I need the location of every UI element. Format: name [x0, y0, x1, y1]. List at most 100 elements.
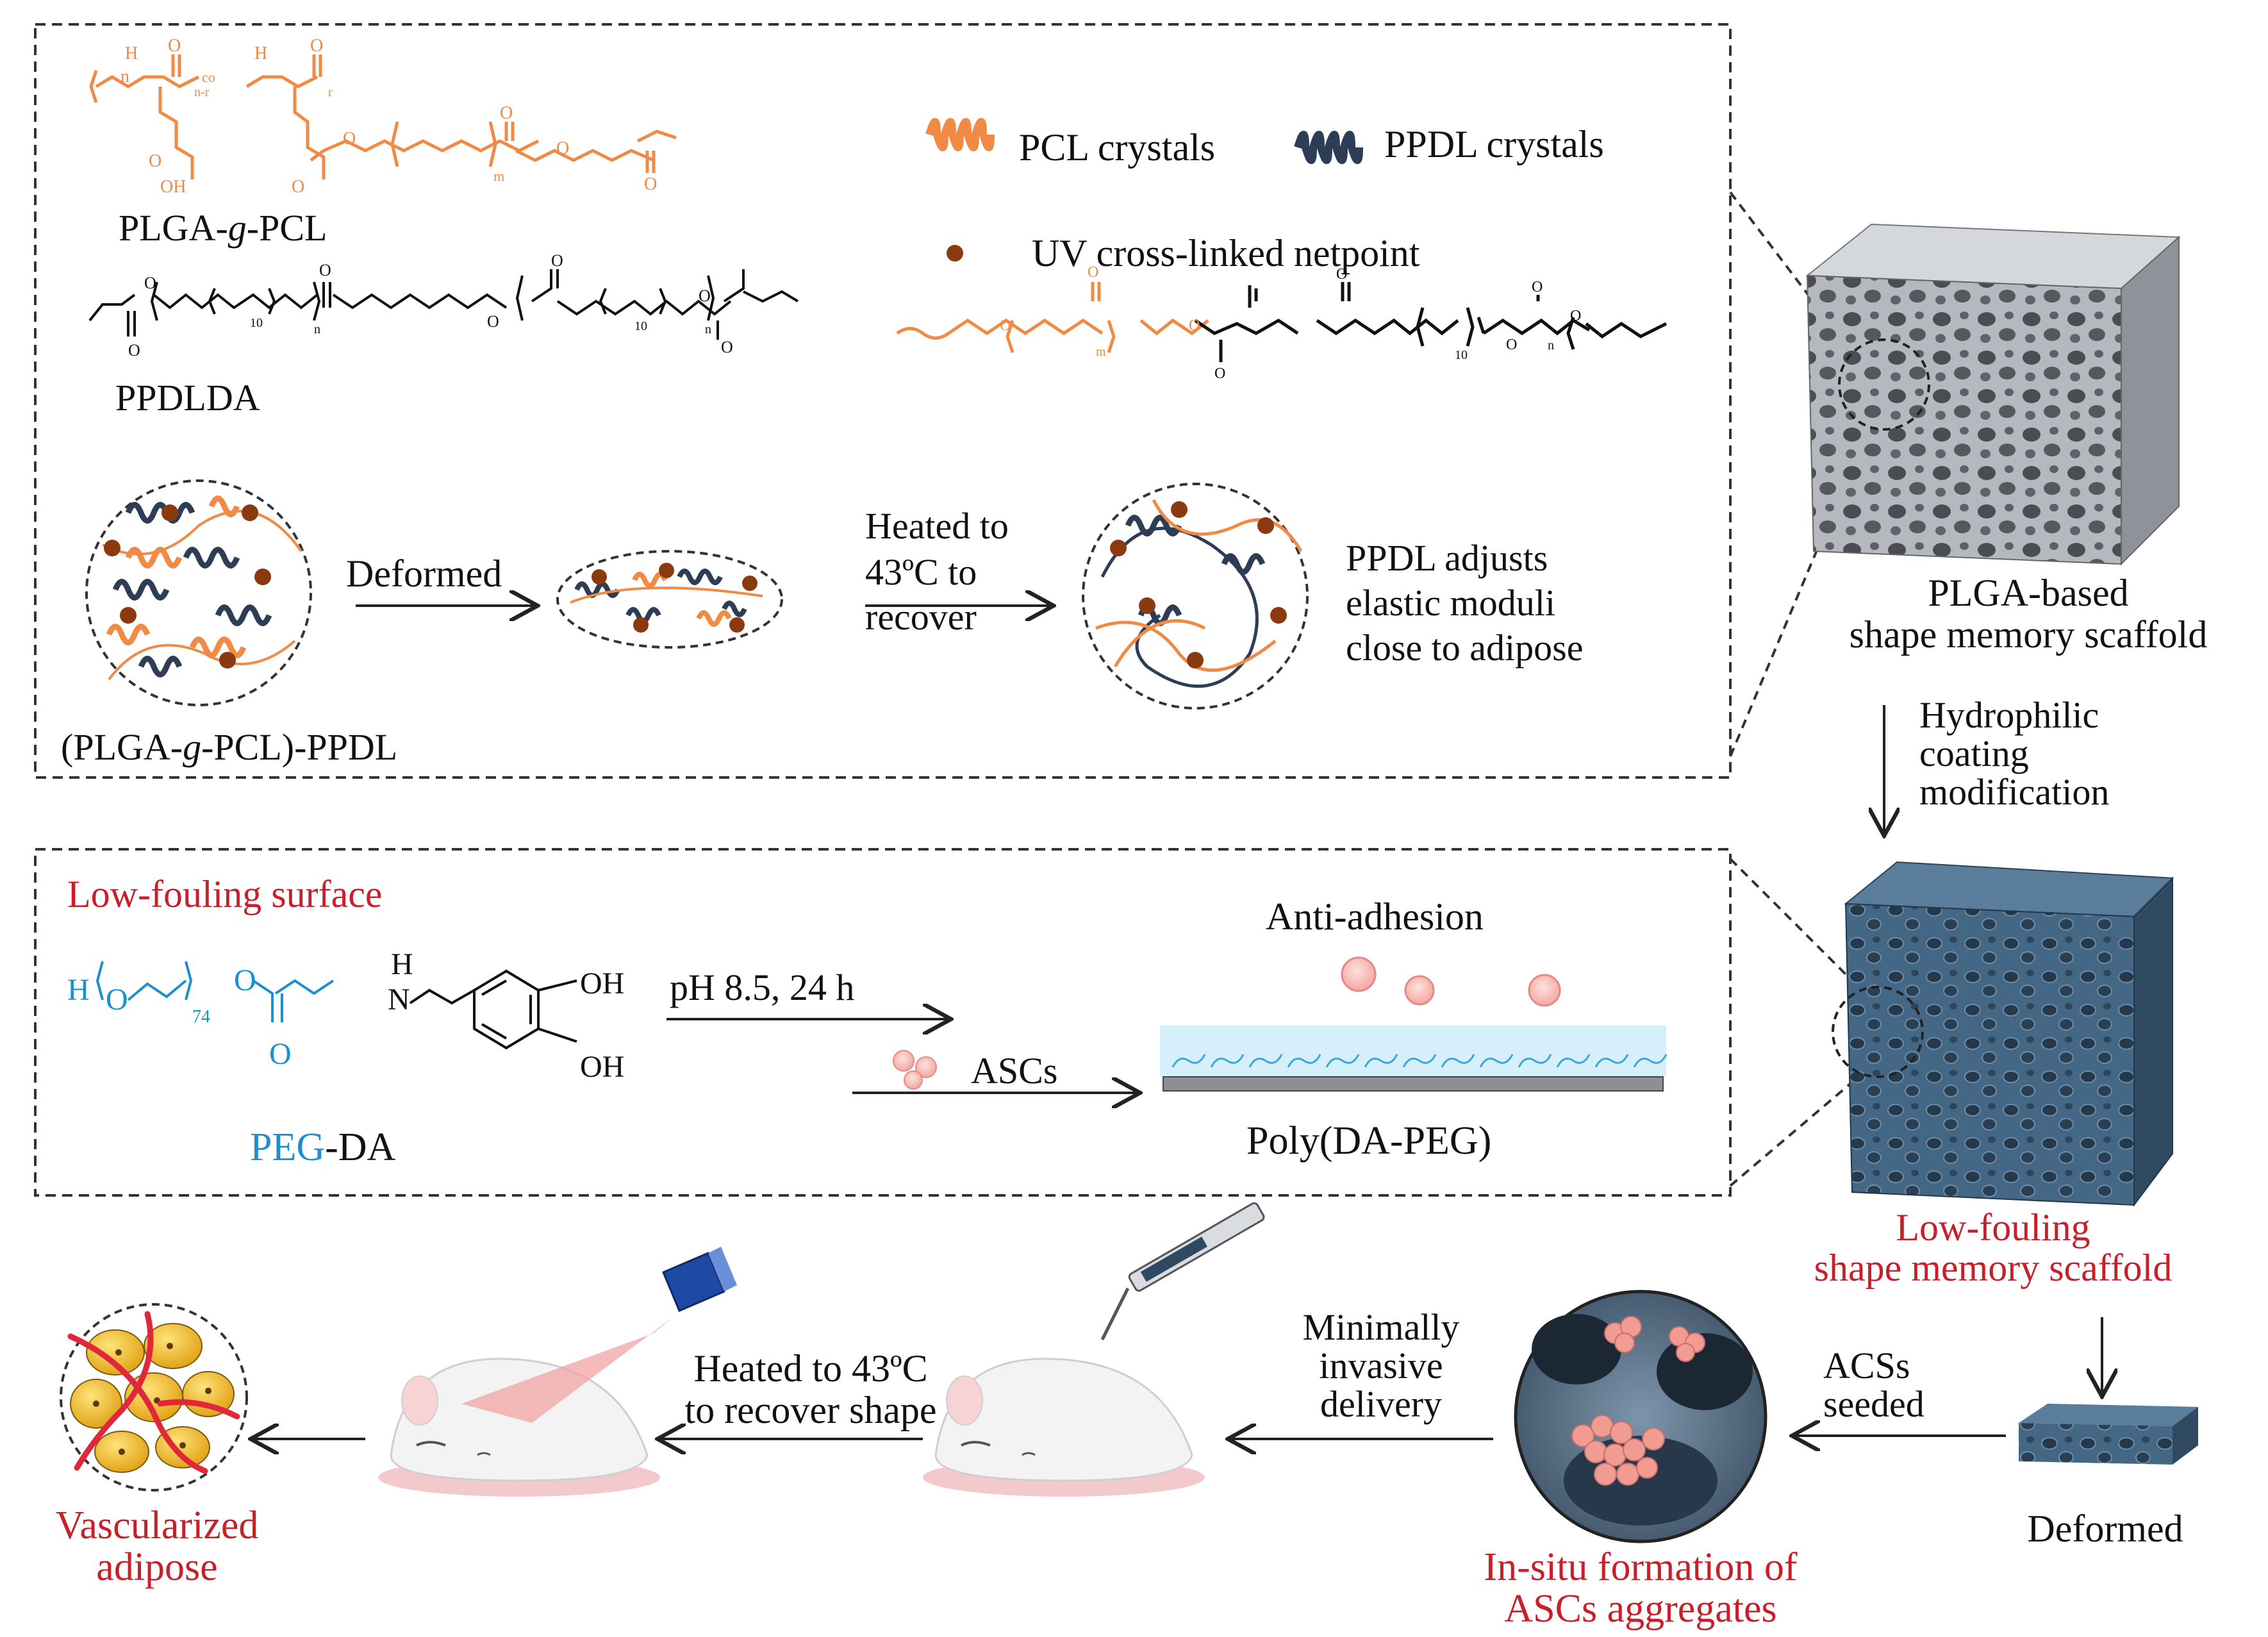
- minimally-label: Minimally invasive delivery: [1303, 1306, 1460, 1425]
- svg-text:m: m: [493, 168, 504, 184]
- pcl-crystal-icon: [925, 118, 995, 151]
- svg-text:H: H: [67, 973, 90, 1007]
- deformed-label: Deformed: [2027, 1508, 2183, 1550]
- svg-text:O: O: [1532, 279, 1543, 295]
- anti-adhesion-cells: [1341, 956, 1561, 1007]
- vascularized-adipose-view: [60, 1303, 248, 1492]
- svg-text:close to adipose: close to adipose: [1346, 627, 1583, 669]
- svg-text:co: co: [202, 69, 215, 85]
- plga-g-pcl-atoms: H n O co n-r H O r O OH O O O m O O: [120, 36, 657, 197]
- svg-text:O: O: [644, 174, 657, 194]
- composite-label: (PLGA-g-PCL)-PPDL: [61, 726, 397, 768]
- netpoint-dot-icon: [947, 245, 963, 262]
- insitu-aggregates-view: [1514, 1290, 1767, 1543]
- heated-label: Heated to 43ºC to recover: [865, 505, 1009, 638]
- svg-text:Heated to: Heated to: [865, 505, 1009, 547]
- ppdl-note: PPDL adjusts elastic moduli close to adi…: [1346, 537, 1583, 669]
- crosslink-atoms: O O m O O O 10 O O n O: [1000, 264, 1581, 382]
- mouse-heating: [378, 1247, 737, 1497]
- peg-da-label: PEG-DA: [250, 1126, 396, 1169]
- svg-text:In-situ formation of: In-situ formation of: [1484, 1545, 1797, 1589]
- svg-text:m: m: [1096, 345, 1106, 359]
- svg-text:coating: coating: [1919, 733, 2029, 774]
- network-ellipse-deformed: [556, 550, 783, 649]
- poly-da-peg-label: Poly(DA-PEG): [1246, 1119, 1491, 1163]
- svg-text:O: O: [1000, 317, 1011, 334]
- zoom-line: [1729, 1076, 1860, 1187]
- svg-text:Hydrophilic: Hydrophilic: [1919, 694, 2099, 736]
- bottom-heated-label: Heated to 43ºC to recover shape: [684, 1347, 936, 1431]
- condition-label: pH 8.5, 24 h: [670, 967, 854, 1008]
- svg-text:UV cross-linked netpoint: UV cross-linked netpoint: [1032, 232, 1420, 274]
- svg-text:Heated to 43ºC: Heated to 43ºC: [693, 1347, 927, 1390]
- svg-text:n: n: [120, 67, 129, 87]
- zoom-line: [1729, 191, 1853, 354]
- svg-text:H: H: [254, 44, 267, 63]
- svg-text:O: O: [1336, 266, 1347, 283]
- svg-text:O: O: [128, 341, 140, 360]
- svg-text:O: O: [310, 36, 323, 56]
- deformed-scaffold: [2019, 1404, 2198, 1465]
- svg-text:O: O: [556, 138, 569, 158]
- svg-text:r: r: [328, 85, 333, 99]
- heat-lamp-icon: [662, 1247, 737, 1312]
- ppdlda-label: PPDLDA: [115, 377, 260, 419]
- svg-text:delivery: delivery: [1320, 1383, 1442, 1425]
- svg-text:OH: OH: [160, 177, 186, 197]
- svg-text:to recover shape: to recover shape: [684, 1389, 936, 1431]
- scaffold1-label: PLGA-based shape memory scaffold: [1850, 572, 2208, 656]
- svg-text:invasive: invasive: [1319, 1345, 1443, 1386]
- svg-text:O: O: [1570, 308, 1581, 324]
- crosslink-network-structure: [896, 282, 1668, 362]
- arrow-label-deformed: Deformed: [346, 553, 502, 595]
- svg-text:H: H: [391, 947, 413, 981]
- zoom-line: [1729, 858, 1847, 976]
- ppdlda-structure: [88, 269, 799, 340]
- scaffold2-label: Low-fouling shape memory scaffold: [1814, 1206, 2173, 1289]
- svg-text:Vascularized: Vascularized: [56, 1504, 259, 1547]
- svg-text:O: O: [144, 274, 156, 292]
- svg-text:n: n: [705, 322, 711, 337]
- svg-text:O: O: [721, 338, 733, 356]
- zoom-line: [1729, 435, 1866, 757]
- peg-da-structure: [95, 961, 577, 1050]
- svg-text:shape memory scaffold: shape memory scaffold: [1814, 1247, 2173, 1289]
- svg-text:shape memory scaffold: shape memory scaffold: [1850, 613, 2208, 656]
- ppdl-crystal-icon: [1294, 131, 1363, 164]
- svg-text:O: O: [234, 963, 256, 997]
- anti-adhesion-label: Anti-adhesion: [1266, 895, 1484, 938]
- insitu-label: In-situ formation of ASCs aggregates: [1484, 1545, 1797, 1631]
- svg-text:O: O: [699, 287, 711, 305]
- svg-text:O: O: [1506, 337, 1517, 353]
- svg-text:O: O: [343, 129, 356, 149]
- svg-text:O: O: [168, 36, 181, 56]
- svg-text:Low-fouling: Low-fouling: [1896, 1206, 2090, 1249]
- svg-text:recover: recover: [865, 596, 977, 638]
- svg-text:modification: modification: [1919, 771, 2109, 813]
- svg-text:O: O: [487, 312, 499, 331]
- legend-ppdl-crystals: PPDL crystals: [1294, 123, 1604, 165]
- peg-brush-surface: [1160, 1026, 1668, 1092]
- svg-text:Minimally: Minimally: [1303, 1306, 1460, 1348]
- network-sphere-original: [85, 479, 312, 706]
- plga-scaffold-cube: [1805, 223, 2181, 566]
- svg-text:seeded: seeded: [1823, 1383, 1924, 1425]
- svg-text:O: O: [500, 103, 513, 123]
- svg-text:PLGA-based: PLGA-based: [1928, 572, 2128, 614]
- ascs-cells-icon: [893, 1050, 937, 1090]
- svg-text:elastic moduli: elastic moduli: [1346, 582, 1555, 624]
- vascularized-label: Vascularized adipose: [56, 1504, 259, 1589]
- network-sphere-recovered: [1082, 483, 1309, 710]
- svg-text:O: O: [149, 151, 161, 171]
- svg-text:O: O: [269, 1037, 292, 1071]
- svg-text:43ºC to: 43ºC to: [865, 551, 977, 593]
- syringe-icon: [1100, 1202, 1265, 1341]
- svg-text:O: O: [1214, 365, 1225, 382]
- svg-text:ACSs: ACSs: [1823, 1345, 1910, 1386]
- low-fouling-title: Low-fouling surface: [67, 873, 382, 915]
- svg-text:10: 10: [250, 316, 263, 330]
- svg-text:O: O: [1189, 317, 1200, 334]
- svg-text:PPDL adjusts: PPDL adjusts: [1346, 537, 1548, 579]
- svg-text:PPDL crystals: PPDL crystals: [1384, 123, 1604, 165]
